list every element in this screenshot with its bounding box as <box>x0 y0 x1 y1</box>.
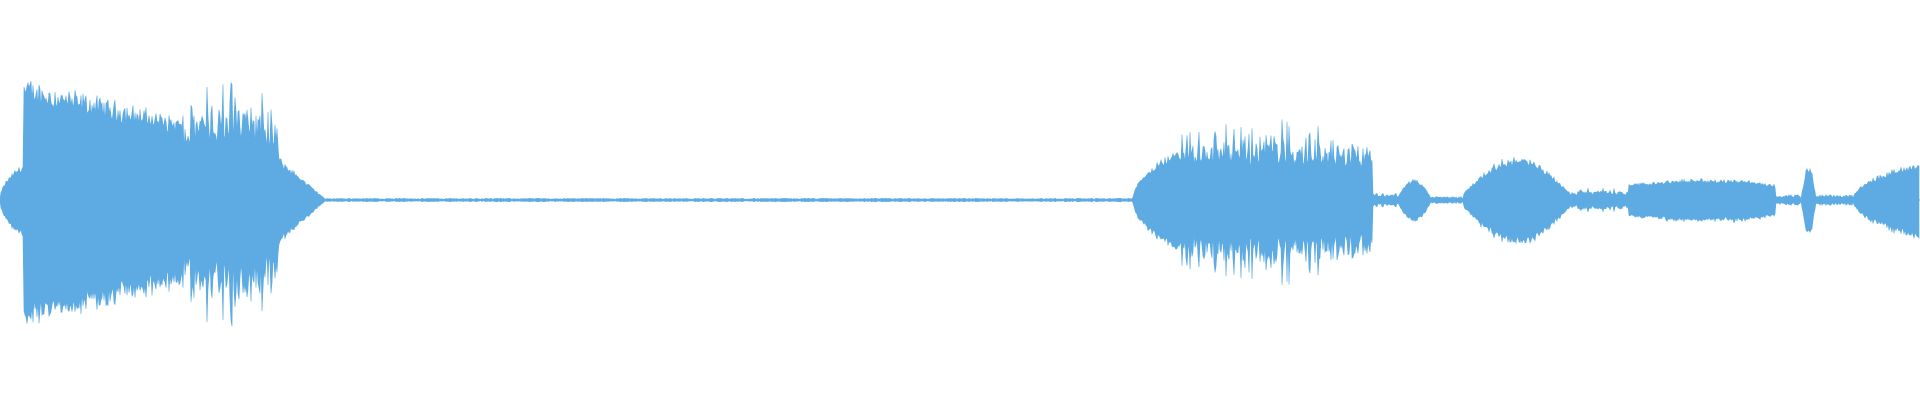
waveform-path <box>0 81 1920 327</box>
